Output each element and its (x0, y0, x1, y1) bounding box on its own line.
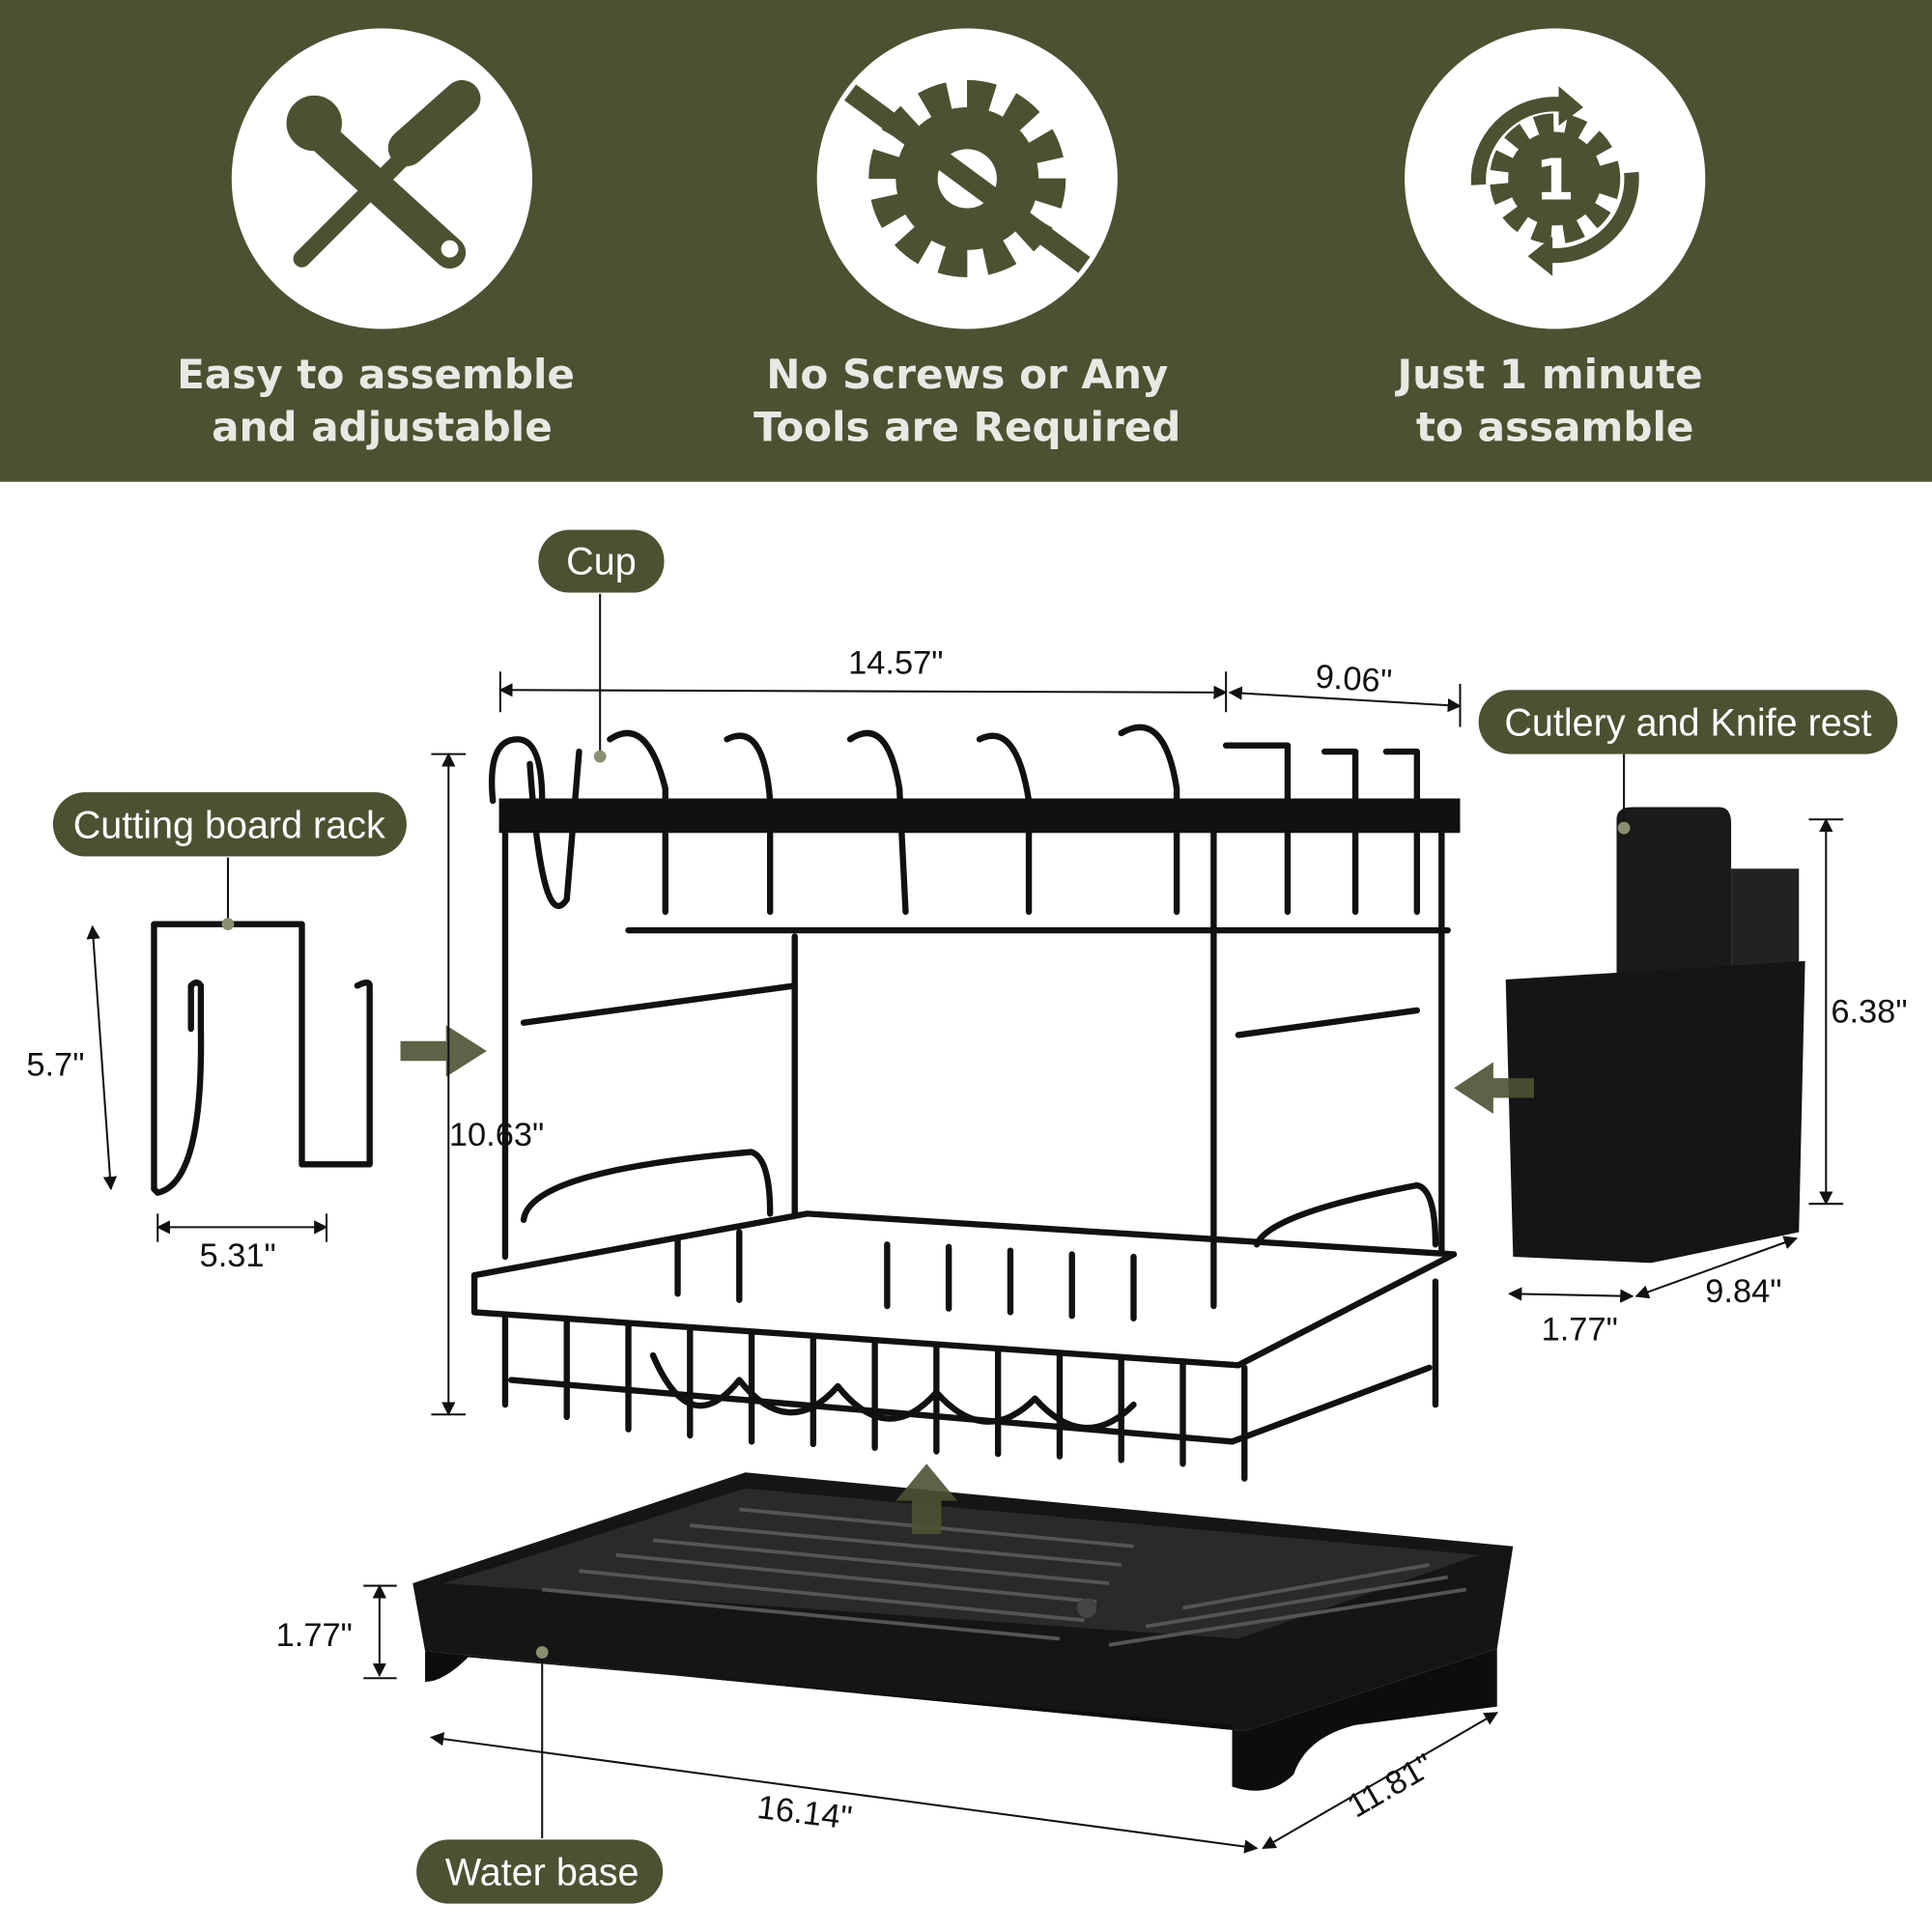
label-cutlery: Cutlery and Knife rest (1478, 690, 1898, 754)
dim-rack-width: 14.57" (848, 645, 943, 682)
dish-rack-image (470, 724, 1461, 1482)
dim-rack-height: 10.63" (449, 1117, 544, 1153)
cutlery-holder-image (1505, 807, 1805, 1264)
dim-rack-depth: 9.06" (1314, 659, 1393, 700)
label-cutlery-text: Cutlery and Knife rest (1504, 701, 1871, 744)
label-water-base-text: Water base (445, 1852, 639, 1894)
dim-base-width: 16.14" (755, 1789, 854, 1837)
feature-text-line1: No Screws or Any (766, 351, 1168, 398)
no-gear-icon (844, 79, 1091, 277)
arrow-left-icon (1454, 1062, 1535, 1115)
dim-cutlery-depth: 9.84" (1705, 1273, 1781, 1310)
water-base-image (412, 1472, 1514, 1791)
feature-text-line2: to assamble (1416, 404, 1693, 451)
dim-cutlery-height: 6.38" (1831, 994, 1907, 1031)
dim-base-height: 1.77" (276, 1617, 353, 1654)
dim-base-depth: 11.81" (1342, 1747, 1440, 1825)
label-cup: Cup (538, 529, 665, 593)
cutting-board-rack-image (151, 921, 373, 1196)
feature-text-line1: Easy to assemble (177, 351, 575, 398)
wrench-screwdriver-icon (286, 79, 481, 270)
dimension-lines (86, 593, 1844, 1854)
label-cutting-board-rack: Cutting board rack (52, 792, 407, 857)
svg-text:1: 1 (1535, 148, 1575, 213)
dim-board-width: 5.31" (200, 1237, 276, 1274)
label-cutting-board-rack-text: Cutting board rack (73, 804, 385, 846)
cup-holders (488, 724, 1421, 916)
feature-no-tools: No Screws or Any Tools are Required (753, 28, 1180, 451)
dim-cutlery-width: 1.77" (1542, 1312, 1618, 1349)
label-water-base: Water base (416, 1839, 664, 1904)
feature-text-line2: Tools are Required (753, 404, 1180, 451)
arrow-right-icon (400, 1025, 487, 1077)
one-minute-cycle-icon: 1 (1470, 86, 1639, 276)
dim-board-height: 5.7" (26, 1047, 84, 1084)
feature-text-line2: and adjustable (212, 404, 553, 451)
label-cup-text: Cup (566, 540, 637, 582)
feature-one-minute: 1 Just 1 minute to assamble (1394, 28, 1706, 451)
arrow-up-icon (895, 1463, 958, 1535)
feature-text-line1: Just 1 minute (1394, 351, 1702, 398)
feature-easy-assemble: Easy to assemble and adjustable (177, 28, 575, 451)
